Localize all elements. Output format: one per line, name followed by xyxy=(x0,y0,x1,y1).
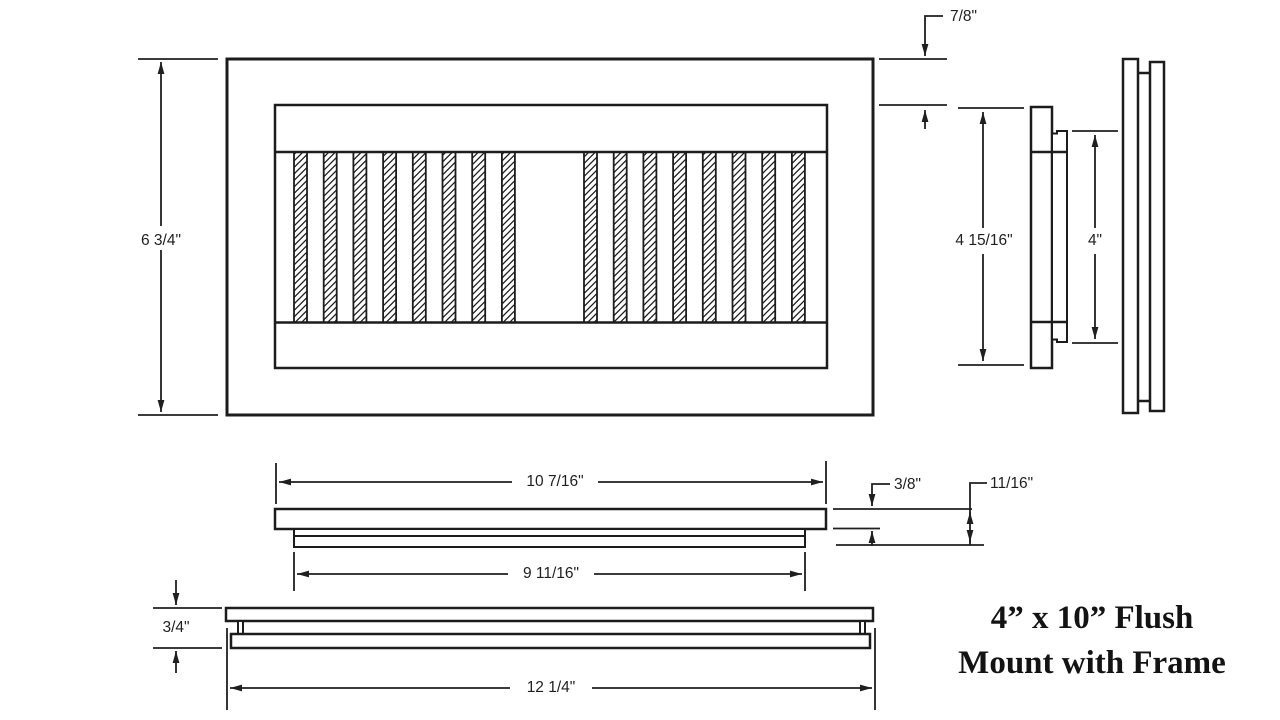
louver-slat xyxy=(701,151,717,324)
louver-slat xyxy=(672,151,687,324)
dim-label: 7/8" xyxy=(950,8,977,25)
dim-flange-width: 10 7/16" xyxy=(275,461,827,504)
dim-label: 3/8" xyxy=(894,476,921,493)
dim-side-overall: 4 15/16" xyxy=(955,107,1024,366)
dim-label: 4" xyxy=(1088,232,1102,249)
title-line-1: 4” x 10” Flush xyxy=(991,600,1194,636)
insert-layer-thick xyxy=(293,535,806,548)
dim-overall-thickness: 11/16" xyxy=(836,475,1033,546)
duct-collar xyxy=(1051,130,1068,343)
vent-side-profile xyxy=(1029,105,1068,370)
louver-slat xyxy=(471,151,487,324)
frame-plate-outer xyxy=(1121,57,1140,415)
spacer-block-right xyxy=(859,620,866,635)
louver-slat xyxy=(761,151,777,324)
frame-plate-inner xyxy=(1148,60,1166,413)
dim-label: 6 3/4" xyxy=(141,232,181,249)
flange-cross-section xyxy=(273,507,828,548)
louver-slat xyxy=(500,151,516,324)
dim-frame-thickness: 3/4" xyxy=(153,580,222,673)
dim-face-thickness: 3/8" xyxy=(833,476,972,546)
dim-label: 9 11/16" xyxy=(523,565,579,582)
frame-bottom-slab xyxy=(229,632,872,650)
dim-insert-width: 9 11/16" xyxy=(293,552,806,591)
dim-front-height: 6 3/4" xyxy=(138,58,218,416)
louver-slat xyxy=(411,151,427,324)
louver-slat xyxy=(382,151,398,324)
louver-slat xyxy=(731,151,747,324)
dim-frame-overall-width: 12 1/4" xyxy=(226,628,876,710)
louver-slat xyxy=(441,151,457,324)
louver-slat xyxy=(612,151,628,324)
louver-slat xyxy=(293,151,308,324)
frame-cross-section xyxy=(224,606,875,650)
dim-leader xyxy=(921,15,943,56)
louver-slat xyxy=(322,151,338,324)
dim-label: 11/16" xyxy=(990,475,1033,492)
flange-face-slab xyxy=(273,507,828,531)
title-line-2: Mount with Frame xyxy=(958,645,1226,681)
product-title: 4” x 10” Flush Mount with Frame xyxy=(958,600,1226,681)
spacer-block-left xyxy=(237,620,244,635)
louver-slat xyxy=(791,151,806,324)
louver-slats xyxy=(293,151,806,324)
dim-label: 3/4" xyxy=(162,619,189,636)
dim-side-duct: 4" xyxy=(1072,130,1118,344)
dim-leader xyxy=(868,483,890,506)
frame-side-profile xyxy=(1121,57,1166,415)
flange-plate xyxy=(1029,105,1054,370)
dim-label: 4 15/16" xyxy=(955,232,1012,249)
louver-slat xyxy=(583,151,598,324)
frame-top-slab xyxy=(224,606,875,623)
front-view xyxy=(225,57,875,417)
dim-frame-face: 7/8" xyxy=(879,8,977,129)
dim-leader xyxy=(969,482,987,545)
dim-label: 12 1/4" xyxy=(527,679,576,696)
louver-slat xyxy=(352,151,368,324)
dim-label: 10 7/16" xyxy=(526,473,583,490)
insert-layer-thin xyxy=(293,528,806,537)
louver-slat xyxy=(642,151,658,324)
